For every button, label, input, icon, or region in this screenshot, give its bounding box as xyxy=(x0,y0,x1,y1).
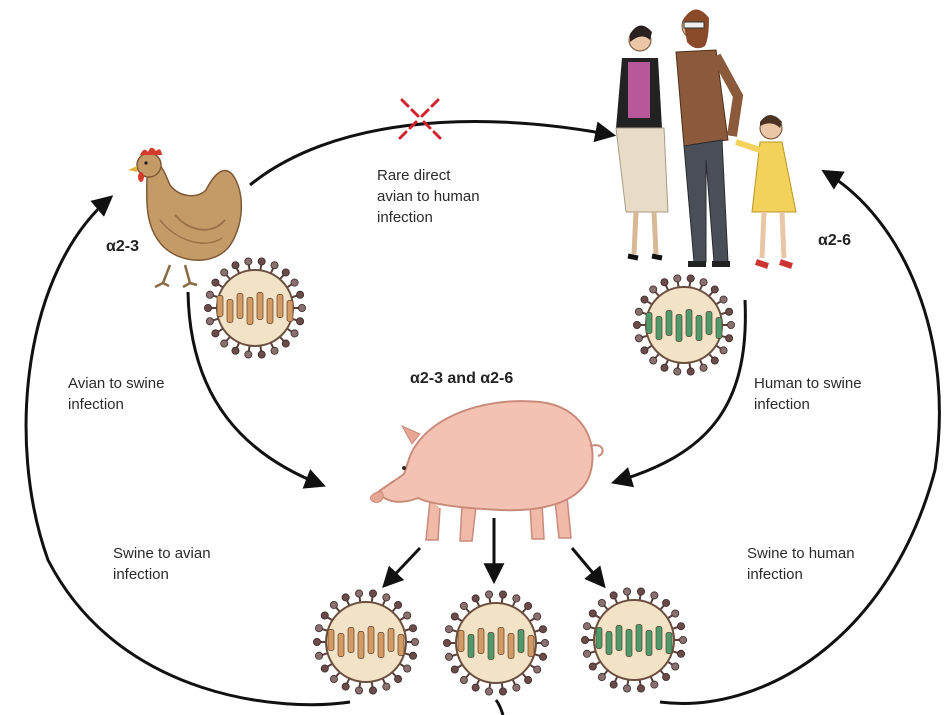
label-swine-to-human: Swine to human infection xyxy=(747,543,855,585)
receptor-human: α2-6 xyxy=(818,232,851,250)
arrow-middle-virus-tail xyxy=(496,700,503,715)
red-cross-icon xyxy=(400,100,440,138)
receptor-avian: α2-3 xyxy=(106,238,139,256)
arrow-swine-to-right-virus xyxy=(572,548,603,585)
influenza-virus-icon-avian-progeny xyxy=(313,590,418,694)
influenza-virus-icon-avian xyxy=(204,258,305,358)
label-avian-to-swine: Avian to swine infection xyxy=(68,373,164,415)
arrow-swine-to-left-virus xyxy=(385,548,420,585)
pig-icon xyxy=(371,401,603,541)
human-family-icon xyxy=(616,9,796,266)
label-swine-to-avian: Swine to avian infection xyxy=(113,543,211,585)
influenza-virus-icon-human xyxy=(633,275,734,375)
influenza-virus-icon-reassortant-progeny xyxy=(443,591,548,695)
label-human-to-swine: Human to swine infection xyxy=(754,373,862,415)
chicken-icon xyxy=(128,148,241,287)
label-rare-direct: Rare direct avian to human infection xyxy=(377,165,480,228)
receptor-swine: α2-3 and α2-6 xyxy=(410,370,513,388)
influenza-virus-icon-human-progeny xyxy=(581,588,686,692)
